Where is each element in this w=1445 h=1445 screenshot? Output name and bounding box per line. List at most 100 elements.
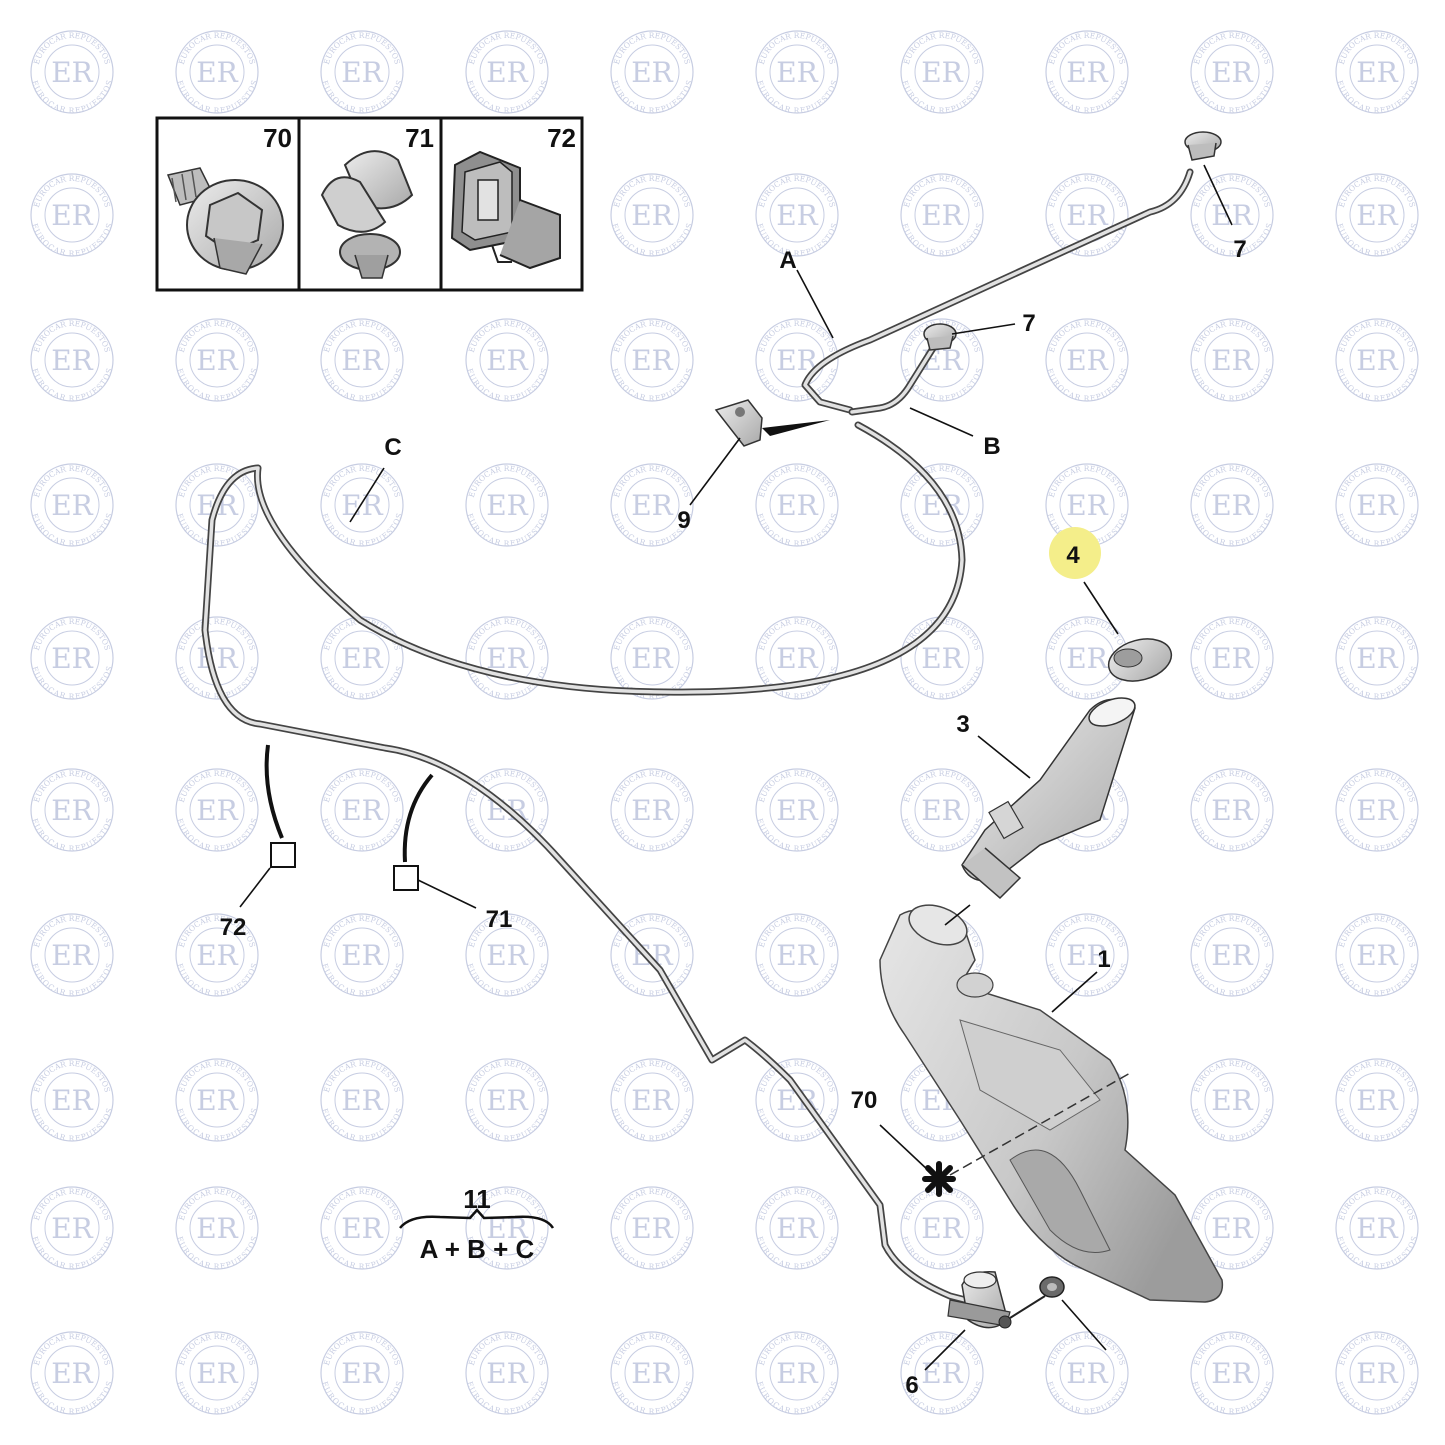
inset-number-70: 70 bbox=[263, 123, 292, 153]
pipe-holder-clip-icon bbox=[450, 150, 561, 270]
callout-filler-neck: 3 bbox=[956, 711, 969, 738]
callout-labels: A B C 7 7 9 4 3 1 70 6 72 71 bbox=[220, 236, 1247, 1399]
watermark-initials: ER bbox=[1066, 642, 1108, 675]
watermark-initials: ER bbox=[486, 344, 528, 377]
watermark-initials: ER bbox=[1211, 794, 1253, 827]
hose-lines bbox=[201, 168, 1194, 1309]
watermark-initials: ER bbox=[1211, 199, 1253, 232]
callout-nozzle-right: 7 bbox=[1233, 236, 1246, 263]
watermark-initials: ER bbox=[51, 1084, 93, 1117]
filler-neck bbox=[961, 697, 1136, 900]
watermark-initials: ER bbox=[921, 199, 963, 232]
watermark-initials: ER bbox=[1211, 1084, 1253, 1117]
watermark-initials: ER bbox=[486, 1357, 528, 1390]
callout-connector: 9 bbox=[677, 507, 690, 534]
watermark-initials: ER bbox=[51, 939, 93, 972]
washer-nozzle-center bbox=[923, 323, 957, 351]
watermark-initials: ER bbox=[1356, 642, 1398, 675]
screw-position-mark bbox=[922, 1161, 956, 1197]
callout-reservoir: 1 bbox=[1097, 946, 1110, 973]
watermark-initials: ER bbox=[51, 56, 93, 89]
watermark-initials: ER bbox=[776, 199, 818, 232]
watermark-initials: ER bbox=[341, 1357, 383, 1390]
watermark-initials: ER bbox=[341, 794, 383, 827]
watermark-initials: ER bbox=[1356, 344, 1398, 377]
watermark-initials: ER bbox=[196, 56, 238, 89]
watermark-initials: ER bbox=[341, 344, 383, 377]
callout-hose-b: B bbox=[983, 433, 1000, 460]
watermark-initials: ER bbox=[196, 1084, 238, 1117]
watermark-initials: ER bbox=[196, 939, 238, 972]
watermark-initials: ER bbox=[631, 1357, 673, 1390]
watermark-initials: ER bbox=[196, 1212, 238, 1245]
watermark-initials: ER bbox=[1356, 1084, 1398, 1117]
watermark-initials: ER bbox=[776, 939, 818, 972]
inset-panel-71: 71 bbox=[320, 123, 434, 279]
reservoir-cap bbox=[1107, 638, 1173, 682]
watermark-initials: ER bbox=[196, 642, 238, 675]
watermark-initials: ER bbox=[776, 489, 818, 522]
watermark-initials: ER bbox=[51, 1212, 93, 1245]
watermark-initials: ER bbox=[51, 1357, 93, 1390]
watermark-initials: ER bbox=[1356, 794, 1398, 827]
watermark-initials: ER bbox=[1066, 939, 1108, 972]
hardware-inset: 70 71 72 bbox=[155, 116, 584, 292]
watermark-initials: ER bbox=[196, 344, 238, 377]
watermark-initials: ER bbox=[51, 344, 93, 377]
clip-71-marker bbox=[393, 773, 434, 891]
watermark-initials: ER bbox=[51, 642, 93, 675]
cap-highlight bbox=[1049, 527, 1101, 579]
watermark-initials: ER bbox=[1211, 642, 1253, 675]
callout-nozzle-center: 7 bbox=[1022, 310, 1035, 337]
washer-nozzle-right bbox=[1184, 131, 1222, 161]
callout-cap: 4 bbox=[1066, 542, 1080, 569]
inset-panel-72: 72 bbox=[450, 123, 576, 270]
watermark-initials: ER bbox=[631, 1084, 673, 1117]
clip-72-marker bbox=[264, 744, 296, 868]
watermark-initials: ER bbox=[486, 1084, 528, 1117]
watermark-initials: ER bbox=[1211, 56, 1253, 89]
watermark-initials: ER bbox=[776, 794, 818, 827]
callout-hose-a: A bbox=[779, 247, 796, 274]
hose-a bbox=[801, 168, 1194, 414]
watermark-initials: ER bbox=[1066, 199, 1108, 232]
washer-reservoir bbox=[879, 904, 1224, 1303]
hose-c bbox=[201, 421, 989, 1309]
watermark-initials: ER bbox=[631, 344, 673, 377]
hose-b bbox=[848, 341, 939, 416]
